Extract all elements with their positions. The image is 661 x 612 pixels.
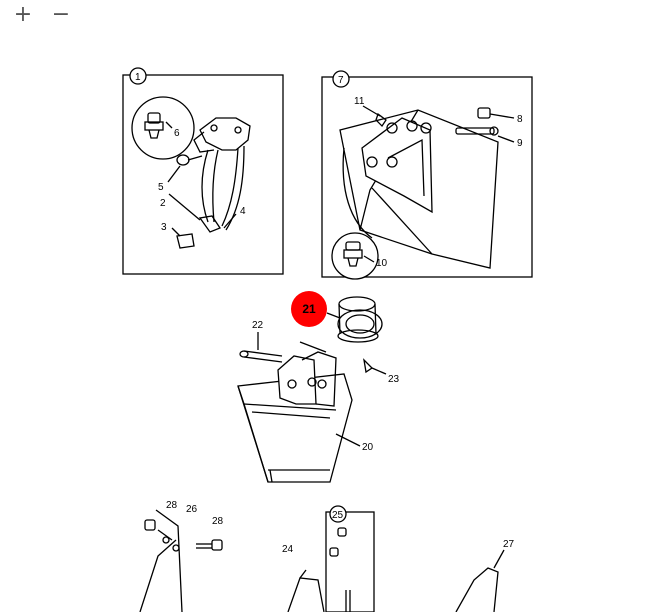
main-bucket-drawing [237,296,387,483]
inset-badge-25: 25 [332,510,344,521]
callout-28-right: 28 [212,516,224,527]
callout-20: 20 [362,442,374,453]
inset-badge-1: 1 [135,72,141,83]
inset-badge-7: 7 [338,75,344,86]
inset-frame-7 [321,70,533,280]
callout-3: 3 [161,222,167,233]
callout-22: 22 [252,320,264,331]
callout-10: 10 [376,258,388,269]
callout-28-left: 28 [166,500,178,511]
zoom-out-button[interactable]: − [48,4,74,26]
callout-24: 24 [282,544,294,555]
callout-4: 4 [240,206,246,217]
callout-27: 27 [503,539,515,550]
hotspot-21[interactable]: 21 [291,291,327,327]
callout-11: 11 [354,96,365,107]
bottom-parts-drawing [139,505,505,612]
hotspot-label-21[interactable]: 21 [302,302,316,316]
zoom-in-button[interactable]: + [10,4,36,26]
hotspot-marker[interactable] [291,291,327,327]
callout-5: 5 [158,182,164,193]
zoom-controls: + − [10,4,74,26]
callout-2: 2 [160,198,166,209]
callout-23: 23 [388,374,400,385]
callout-6: 6 [174,128,180,139]
callout-9: 9 [517,138,523,149]
callout-26: 26 [186,504,198,515]
inset-frame-1 [122,67,284,275]
callout-8: 8 [517,114,523,125]
